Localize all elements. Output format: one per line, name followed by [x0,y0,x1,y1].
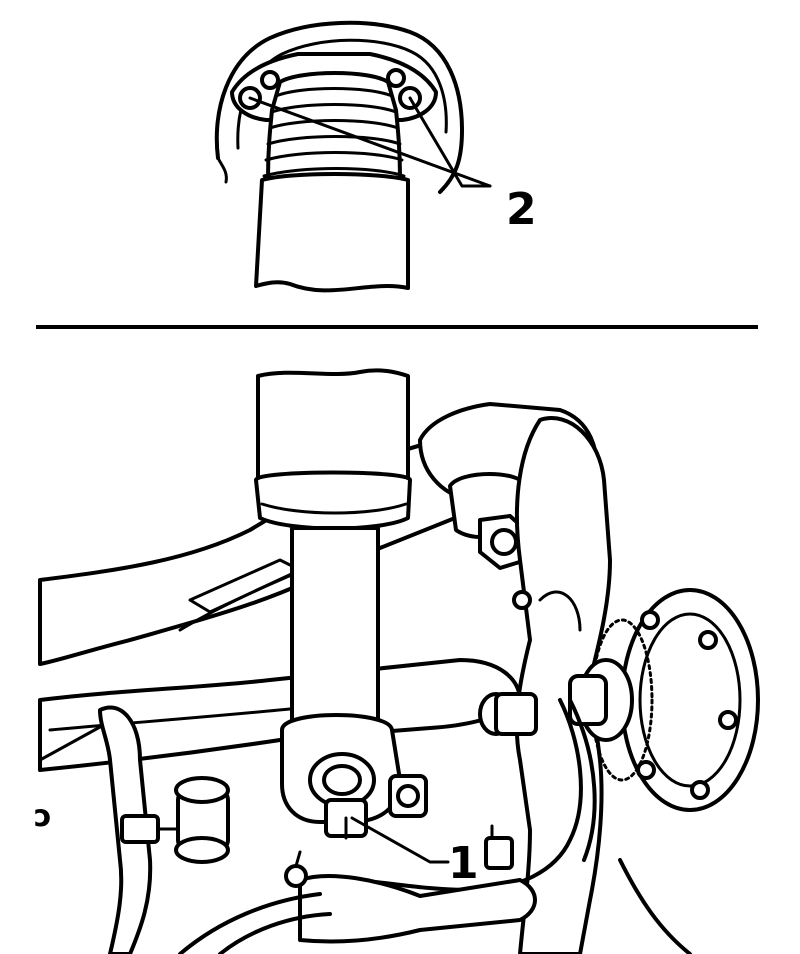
carrier-hole [512,590,532,610]
link-nut [120,814,160,844]
mount-dome [214,20,464,194]
wheel-carrier [514,416,612,954]
callout-2: 2 [506,184,537,235]
brake-line [338,698,583,892]
suspension-assembly: ɔ 1 [34,368,760,954]
bottom-bolt [484,824,514,870]
bolt-hole-left-2 [260,70,280,90]
hose-clip [284,864,308,888]
top-mount-detail: 2 [214,20,537,293]
leader-2-left [248,96,492,188]
bolt-hole-right-2 [386,68,406,88]
strut-body [256,368,410,488]
leader-1 [350,816,450,864]
dust-boot [262,71,406,180]
strut-rod [290,526,380,742]
callout-1: 1 [448,838,479,889]
stabilizer-link [98,705,230,954]
lower-mount-bolt [324,774,428,840]
edge-fragment: ɔ [34,799,52,834]
wheel-hub [568,588,760,812]
bottom-link [298,874,537,944]
strut-collar [254,470,412,531]
strut-tube-top [254,172,410,293]
leader-2-right [408,96,492,188]
lateral-bushing [478,692,538,736]
